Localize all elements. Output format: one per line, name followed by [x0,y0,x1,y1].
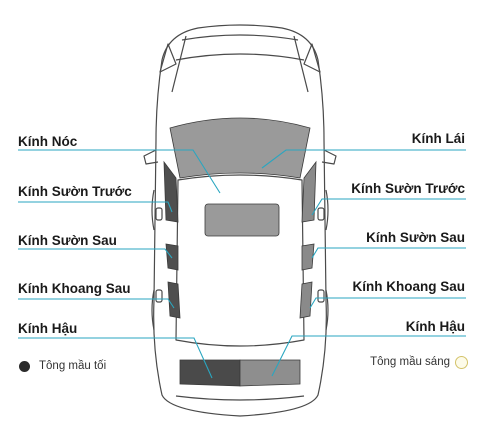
right-cargo-side-glass [299,281,313,319]
label-roof-glass: Kính Nóc [18,134,78,149]
label-windshield: Kính Lái [411,131,465,146]
label-right-rear-side-glass: Kính Sườn Sau [366,230,465,245]
label-right-front-side-glass: Kính Sườn Trước [351,181,465,196]
leader-roof [18,149,221,194]
label-left-cargo-side-glass: Kính Khoang Sau [18,281,131,296]
legend-dark-label: Tông mầu tối [39,360,107,372]
label-left-rear-side-glass: Kính Sườn Sau [18,233,117,248]
leader-right-rear-side [311,247,466,259]
left-cargo-side-glass [167,281,181,319]
right-rear-side-glass [301,243,315,271]
roof-glass [204,203,280,237]
left-rear-side-glass [165,243,179,271]
leader-left-rear-side [18,248,173,259]
car-body-outline [143,24,337,417]
legend-dark-tone: Tông mầu tối [19,359,106,373]
leader-right-cargo-side [309,297,466,309]
label-left-rear-glass: Kính Hậu [18,321,78,336]
leader-windshield [261,149,466,169]
leader-lines [18,149,466,379]
leader-left-cargo-side [18,298,175,309]
glass-panels [163,117,317,387]
leader-right-rear [271,335,466,377]
light-dot-icon [455,355,468,369]
legend-light-label: Tông mầu sáng [370,356,450,368]
right-front-side-glass [301,160,317,223]
legend-light-tone: Tông mầu sáng [370,355,468,369]
label-right-rear-glass: Kính Hậu [405,319,465,334]
leader-right-front-side [311,198,466,216]
label-left-front-side-glass: Kính Sườn Trước [18,184,132,199]
left-front-side-glass [163,160,179,223]
leader-left-rear [18,337,213,379]
windshield-glass [169,117,311,179]
label-right-cargo-side-glass: Kính Khoang Sau [352,279,466,294]
dark-dot-icon [19,360,30,372]
rear-glass-light-half [239,359,301,387]
leader-left-front-side [18,201,173,213]
